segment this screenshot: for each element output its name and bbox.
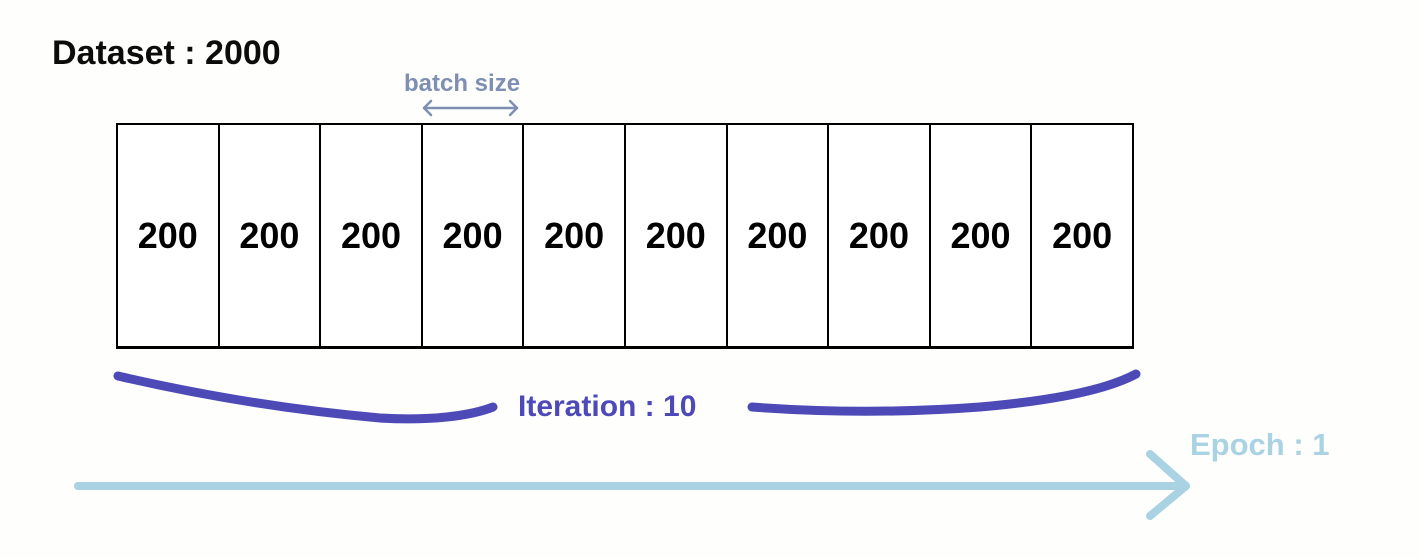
batch-cell: 200 xyxy=(931,125,1033,346)
epoch-arrow xyxy=(74,450,1190,520)
batch-cell: 200 xyxy=(118,125,220,346)
dataset-title: Dataset : 2000 xyxy=(52,34,281,72)
iteration-brace-right xyxy=(747,369,1141,416)
batch-cell: 200 xyxy=(829,125,931,346)
batch-cell: 200 xyxy=(524,125,626,346)
batch-grid: 200 200 200 200 200 200 200 200 200 200 xyxy=(116,123,1134,349)
batch-size-label: batch size xyxy=(404,70,521,97)
iteration-brace-left xyxy=(113,371,498,424)
epoch-label: Epoch : 1 xyxy=(1190,427,1330,462)
batch-cell: 200 xyxy=(423,125,525,346)
batch-cell: 200 xyxy=(626,125,728,346)
iteration-label: Iteration : 10 xyxy=(518,390,697,423)
batch-cell: 200 xyxy=(728,125,830,346)
batch-cell: 200 xyxy=(1052,214,1113,256)
batch-cell: 200 xyxy=(321,125,423,346)
batch-size-arrow xyxy=(422,99,519,117)
batch-cell: 200 xyxy=(220,125,322,346)
